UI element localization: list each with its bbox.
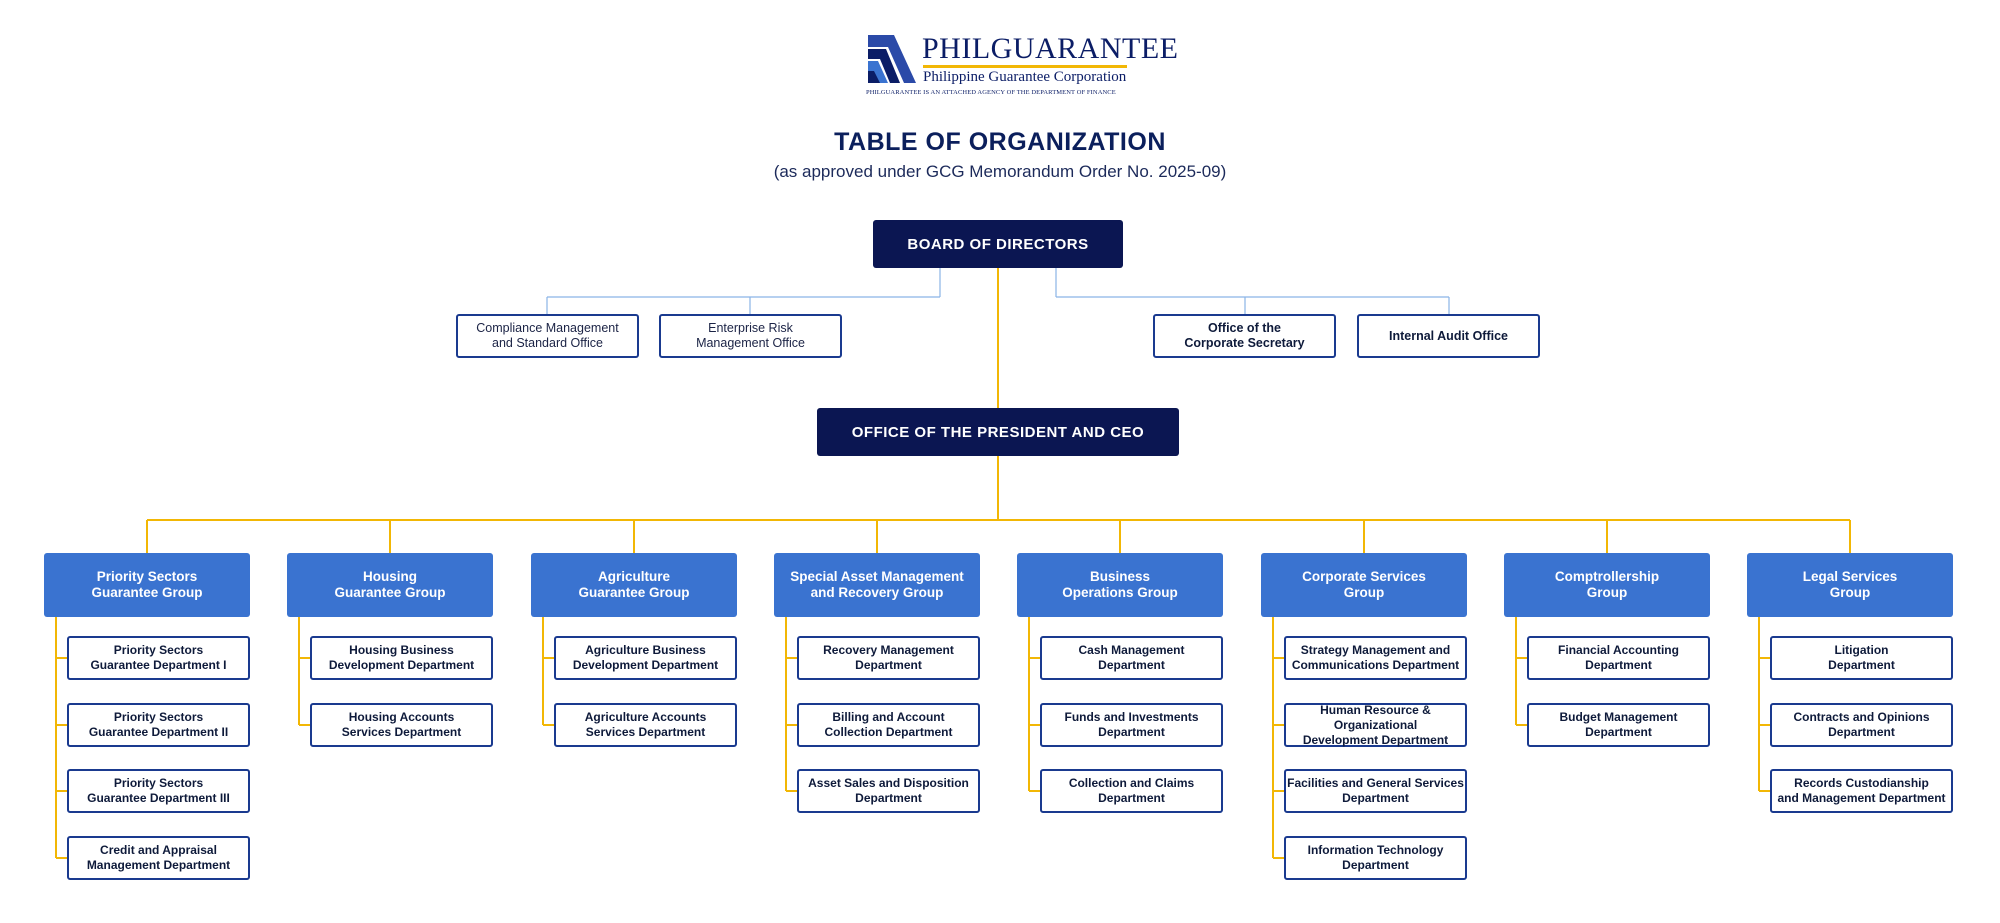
- department-box: Credit and Appraisal Management Departme…: [67, 836, 250, 880]
- philguarantee-logo: PHILGUARANTEE Philippine Guarantee Corpo…: [866, 33, 1178, 99]
- group-box: Housing Guarantee Group: [287, 553, 493, 617]
- department-box: Priority Sectors Guarantee Department II: [67, 703, 250, 747]
- logo-wordmark: PHILGUARANTEE: [922, 32, 1179, 65]
- department-box: Priority Sectors Guarantee Department I: [67, 636, 250, 680]
- department-box: Information Technology Department: [1284, 836, 1467, 880]
- department-box: Contracts and Opinions Department: [1770, 703, 1953, 747]
- department-box: Housing Accounts Services Department: [310, 703, 493, 747]
- department-box: Agriculture Business Development Departm…: [554, 636, 737, 680]
- department-box: Billing and Account Collection Departmen…: [797, 703, 980, 747]
- board-office-box: Compliance Management and Standard Offic…: [456, 314, 639, 358]
- department-box: Recovery Management Department: [797, 636, 980, 680]
- department-box: Human Resource & Organizational Developm…: [1284, 703, 1467, 747]
- page-title: TABLE OF ORGANIZATION: [834, 128, 1166, 156]
- page-subtitle: (as approved under GCG Memorandum Order …: [773, 162, 1227, 181]
- logo-mark-icon: [868, 35, 916, 83]
- group-box: Special Asset Management and Recovery Gr…: [774, 553, 980, 617]
- logo-subtitle: Philippine Guarantee Corporation: [923, 69, 1127, 85]
- group-box: Corporate Services Group: [1261, 553, 1467, 617]
- department-box: Records Custodianship and Management Dep…: [1770, 769, 1953, 813]
- group-box: Comptrollership Group: [1504, 553, 1710, 617]
- group-box: Legal Services Group: [1747, 553, 1953, 617]
- department-box: Litigation Department: [1770, 636, 1953, 680]
- department-box: Facilities and General Services Departme…: [1284, 769, 1467, 813]
- board-office-box: Office of the Corporate Secretary: [1153, 314, 1336, 358]
- logo-tagline: PHILGUARANTEE IS AN ATTACHED AGENCY OF T…: [866, 89, 1116, 96]
- group-box: Agriculture Guarantee Group: [531, 553, 737, 617]
- department-box: Asset Sales and Disposition Department: [797, 769, 980, 813]
- board-office-box: Enterprise Risk Management Office: [659, 314, 842, 358]
- logo-underline: [923, 65, 1127, 68]
- board-office-box: Internal Audit Office: [1357, 314, 1540, 358]
- department-box: Agriculture Accounts Services Department: [554, 703, 737, 747]
- department-box: Strategy Management and Communications D…: [1284, 636, 1467, 680]
- department-box: Funds and Investments Department: [1040, 703, 1223, 747]
- president-ceo-box: OFFICE OF THE PRESIDENT AND CEO: [817, 408, 1179, 456]
- department-box: Cash Management Department: [1040, 636, 1223, 680]
- department-box: Financial Accounting Department: [1527, 636, 1710, 680]
- department-box: Budget Management Department: [1527, 703, 1710, 747]
- group-box: Business Operations Group: [1017, 553, 1223, 617]
- board-of-directors-box: BOARD OF DIRECTORS: [873, 220, 1123, 268]
- department-box: Collection and Claims Department: [1040, 769, 1223, 813]
- department-box: Priority Sectors Guarantee Department II…: [67, 769, 250, 813]
- group-box: Priority Sectors Guarantee Group: [44, 553, 250, 617]
- department-box: Housing Business Development Department: [310, 636, 493, 680]
